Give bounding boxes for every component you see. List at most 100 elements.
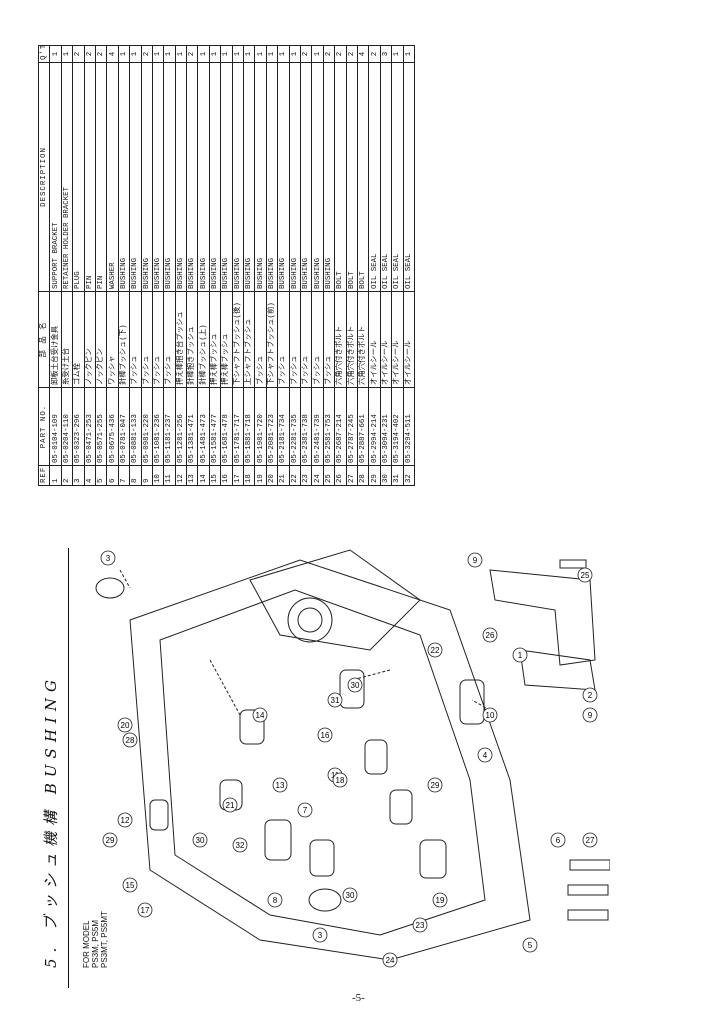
page-number: -5- [352,992,365,1004]
cell-qty: 2 [72,45,85,63]
cell-qty: 1 [61,45,73,63]
cell-ref-no: 21 [277,465,290,486]
cell-qty: 1 [129,45,142,63]
section-title: 5. ブッシュ機構 BUSHING [40,674,61,968]
cell-ref-no: 1 [49,465,62,486]
callout-label: 16 [321,731,330,740]
header-qty: Q'TY [38,45,50,63]
cell-part-no: 05-3094-231 [380,387,392,466]
cell-ref-no: 18 [243,465,255,486]
callout-2: 2 [582,687,598,703]
cell-ref-no: 15 [209,465,221,486]
cell-part-no: 05-0323-296 [72,387,85,466]
cell-description: PIN [84,62,96,292]
cell-name: 押え棒ブッシュ [220,291,233,388]
cell-ref-no: 5 [95,465,107,486]
cell-name: 針棒ブッシュ(下) [118,291,130,388]
callout-label: 9 [588,711,593,720]
callout-32: 32 [232,837,248,853]
cell-part-no: 05-1281-256 [175,387,187,466]
cell-qty: 2 [334,45,347,63]
cell-qty: 2 [300,45,312,63]
cell-name: 押え棒抱き台ブッシュ [175,291,187,388]
plug [95,577,125,599]
cell-ref-no: 31 [391,465,403,486]
callout-24: 24 [382,952,398,968]
cell-description: BUSHING [243,62,255,292]
machine-bed-outline [129,559,531,961]
cell-part-no: 05-0781-047 [118,387,130,466]
cell-name: 上シャフトブッシュ [243,291,255,388]
callout-label: 23 [416,921,425,930]
cell-qty: 1 [163,45,176,63]
cell-description: WASHER [106,62,119,292]
arm-housing [249,549,421,651]
header-name: 部 品 名 [38,291,50,388]
cell-name: 六角穴付きボルト [357,291,369,388]
cell-description: OIL SEAL [380,62,392,292]
cell-description: BUSHING [220,62,233,292]
cell-description: BUSHING [197,62,210,292]
callout-label: 2 [588,691,593,700]
callout-4: 4 [477,747,493,763]
cell-ref-no: 17 [232,465,244,486]
callout-10: 10 [482,707,498,723]
cell-description: BUSHING [186,62,198,292]
callout-29: 29 [427,777,443,793]
callout-9: 9 [467,552,483,568]
callout-label: 19 [436,896,445,905]
callout-label: 14 [256,711,265,720]
cell-description: BUSHING [163,62,176,292]
callout-label: 30 [351,681,360,690]
callout-31: 31 [327,692,343,708]
cell-name: ブッシュ [323,291,335,388]
callout-label: 26 [486,631,495,640]
cell-qty: 1 [197,45,210,63]
arm-boss [287,597,333,643]
cell-part-no: 05-3294-511 [403,387,415,466]
cell-name: ノックピン [84,291,96,388]
cell-qty: 4 [357,45,369,63]
cell-qty: 1 [311,45,324,63]
cell-part-no: 05-0881-133 [129,387,142,466]
cell-qty: 1 [152,45,164,63]
cell-part-no: 05-1081-236 [152,387,164,466]
callout-label: 4 [483,751,488,760]
cell-ref-no: 4 [84,465,96,486]
cell-description: BUSHING [254,62,267,292]
cell-part-no: 05-2081-723 [266,387,278,466]
cell-ref-no: 2 [61,465,73,486]
cell-name: ブッシュ [289,291,301,388]
cell-qty: 1 [220,45,233,63]
cell-ref-no: 22 [289,465,301,486]
cell-name: 下シャフトブッシュ(後) [232,291,244,388]
cell-name: ブッシュ [254,291,267,388]
bolt-group [559,559,610,921]
cell-description: SUPPORT BRACKET [49,62,62,292]
cell-name: ブッシュ [141,291,153,388]
callout-12: 12 [117,812,133,828]
callout-label: 7 [303,806,308,815]
header-description: DESCRIPTION [38,62,50,292]
header-ref-no: REF.NO [38,465,50,486]
callout-label: 9 [473,556,478,565]
cell-ref-no: 10 [152,465,164,486]
parts-list-table: REF.NO PART NO. 部 品 名 DESCRIPTION Q'TY 1… [38,45,415,486]
plug [308,888,342,912]
cell-qty: 1 [49,45,62,63]
cell-part-no: 05-1981-720 [254,387,267,466]
callout-26: 26 [482,627,498,643]
callout-label: 12 [121,816,130,825]
